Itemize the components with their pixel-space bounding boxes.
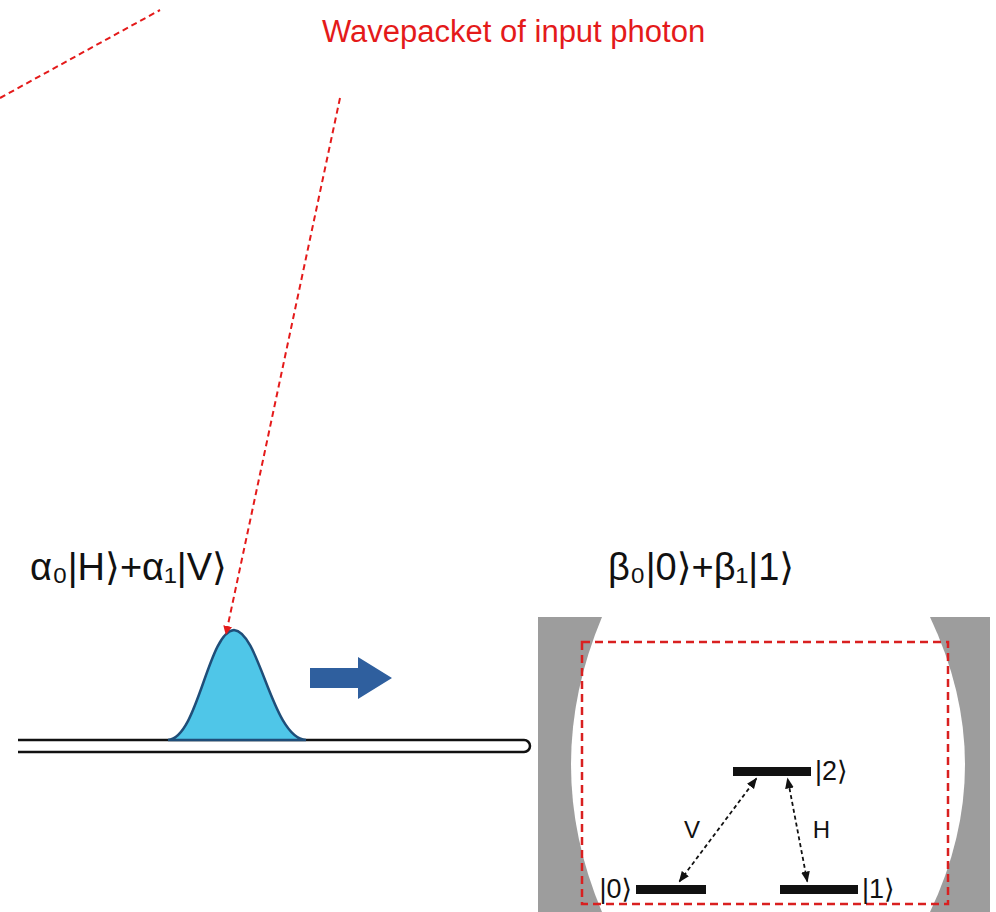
level-label: |1⟩	[858, 873, 899, 905]
polarization-label: V	[682, 817, 702, 843]
energy-level: |2⟩	[733, 755, 852, 787]
wavepacket	[168, 630, 306, 740]
photon-state: α₀|H⟩+α₁|V⟩	[30, 545, 227, 589]
atom-box	[582, 642, 948, 904]
cavity-interior	[571, 617, 965, 912]
atom-state: β₀|0⟩+β₁|1⟩	[608, 545, 794, 589]
transition-arrow	[679, 779, 756, 882]
polarization-label: H	[811, 817, 832, 843]
waveguide	[18, 740, 530, 752]
level-label: |0⟩	[595, 873, 636, 905]
level-bar	[733, 767, 811, 776]
energy-level: |0⟩	[595, 873, 706, 905]
energy-level: |1⟩	[780, 873, 899, 905]
leader-line	[226, 98, 340, 634]
transition-arrow	[788, 779, 808, 882]
level-bar	[780, 885, 858, 894]
leader-line	[0, 10, 160, 98]
propagation-arrow	[310, 657, 392, 699]
level-label: |2⟩	[811, 755, 852, 787]
callout-title: Wavepacket of input photon	[322, 14, 705, 50]
level-bar	[636, 885, 706, 894]
cavity-mirrors	[538, 617, 990, 912]
